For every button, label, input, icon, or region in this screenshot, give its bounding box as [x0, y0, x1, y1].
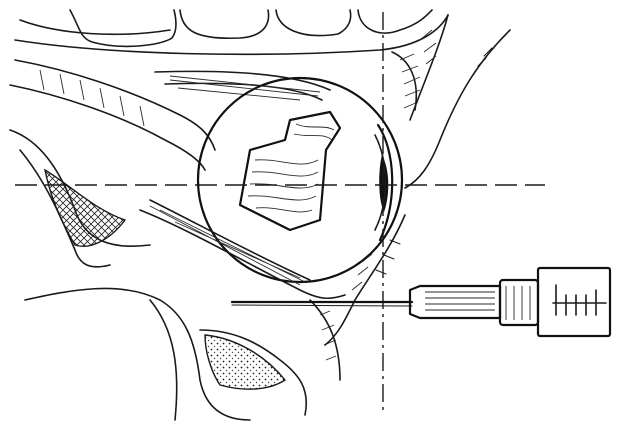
- lateral-rectus-muscle: [240, 112, 340, 230]
- upper-eyelid: [405, 30, 510, 188]
- syringe-hub: [410, 286, 500, 318]
- syringe-graduations: [553, 285, 606, 315]
- syringe-barrel: [538, 268, 610, 336]
- ethmoid-bone: [10, 130, 150, 267]
- inferior-rectus-muscle: [140, 200, 345, 298]
- syringe: [410, 268, 610, 336]
- lower-eyelid: [325, 215, 405, 345]
- orbital-floor-bone: [25, 254, 372, 420]
- retrobulbar-needle: [232, 302, 412, 306]
- orbital-roof-band: [10, 60, 215, 170]
- eyeball: [198, 78, 402, 282]
